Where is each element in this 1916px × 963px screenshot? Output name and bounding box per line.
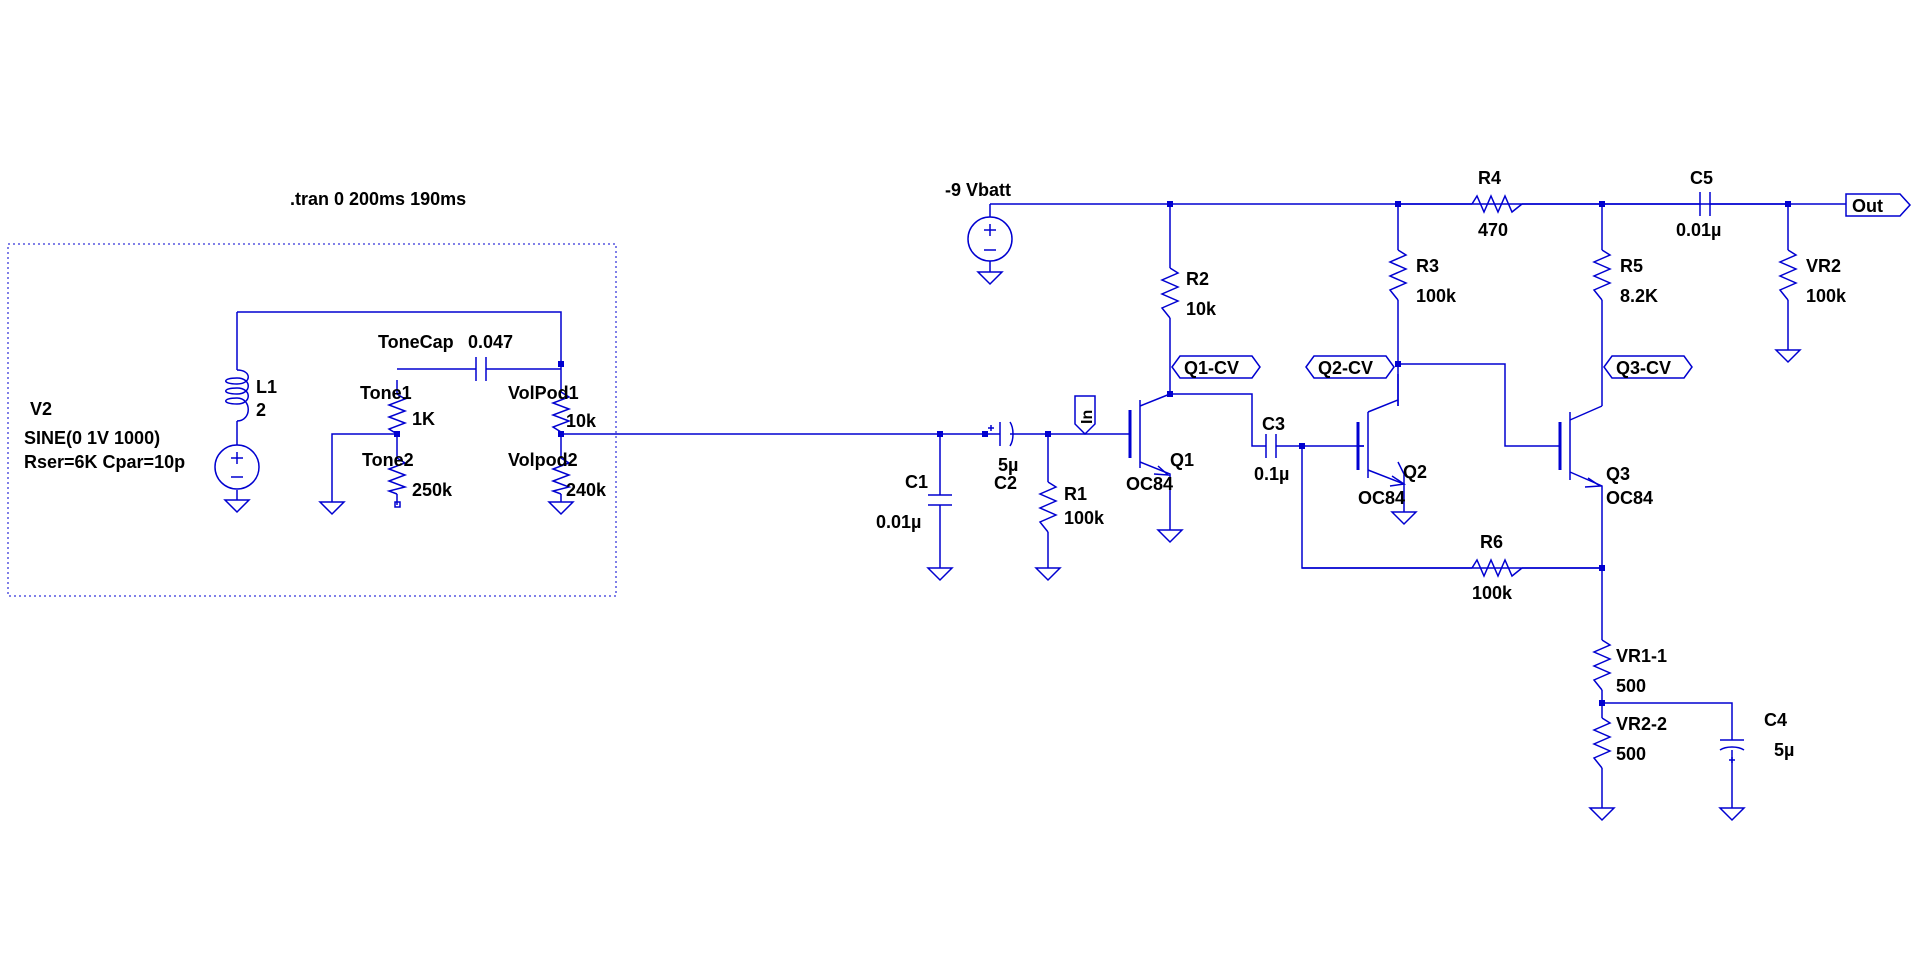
pickup-section-box (7, 243, 617, 597)
c5-value: 0.01µ (1676, 220, 1721, 240)
q3-cv-label: Q3-CV (1616, 358, 1671, 378)
volpod2-resistor (550, 457, 572, 495)
r1-ground (1034, 567, 1062, 582)
r4-value: 470 (1478, 220, 1508, 240)
vbatt-source (967, 216, 1013, 286)
c4-capacitor (1718, 739, 1746, 822)
tone2-value: 250k (412, 480, 453, 500)
l1-inductor (225, 369, 249, 422)
tone2-resistor (386, 457, 408, 495)
vr1-1-resistor (1592, 639, 1612, 691)
tone1-value: 1K (412, 409, 435, 429)
c4-value: 5µ (1774, 740, 1794, 760)
q1-transistor (1128, 400, 1184, 544)
v2-value2: Rser=6K Cpar=10p (24, 452, 185, 472)
r3-value: 100k (1416, 286, 1457, 306)
r4-name: R4 (1478, 168, 1501, 188)
tone2-name: Tone2 (362, 450, 414, 470)
c1-name: C1 (905, 472, 928, 492)
vr2-value: 100k (1806, 286, 1847, 306)
q2-cv-label: Q2-CV (1318, 358, 1373, 378)
amplifier-wiring (939, 203, 1846, 808)
c2-capacitor (988, 421, 1014, 447)
l1-name: L1 (256, 377, 277, 397)
c5-name: C5 (1690, 168, 1713, 188)
q2-cv-flag (1305, 355, 1395, 379)
q2-name: Q2 (1403, 462, 1427, 482)
volpod1-name: VolPod1 (508, 383, 579, 403)
r2-name: R2 (1186, 269, 1209, 289)
r3-resistor (1388, 249, 1408, 301)
r4-resistor (1471, 194, 1523, 214)
c1-capacitor (926, 494, 954, 582)
tone2-open-pin (394, 501, 401, 508)
vr2-resistor (1778, 249, 1798, 301)
tonecap-capacitor (475, 357, 487, 381)
vr2-2-ground (1588, 807, 1616, 822)
in-label: In (1079, 410, 1096, 424)
c1-value: 0.01µ (876, 512, 921, 532)
vr1-1-value: 500 (1616, 676, 1646, 696)
r2-resistor (1160, 267, 1180, 319)
r5-value: 8.2K (1620, 286, 1658, 306)
q1-name: Q1 (1170, 450, 1194, 470)
pickup-wiring (236, 311, 940, 505)
q1-cv-label: Q1-CV (1184, 358, 1239, 378)
vr2-2-value: 500 (1616, 744, 1646, 764)
vr2-name: VR2 (1806, 256, 1841, 276)
v2-name: V2 (30, 399, 52, 419)
r6-resistor (1471, 558, 1523, 578)
v2-value1: SINE(0 1V 1000) (24, 428, 160, 448)
tonecap-name: ToneCap (378, 332, 454, 352)
volpod1-resistor (550, 391, 572, 433)
c3-name: C3 (1262, 414, 1285, 434)
c4-name: C4 (1764, 710, 1787, 730)
r5-name: R5 (1620, 256, 1643, 276)
vbatt-label: -9 Vbatt (945, 180, 1011, 200)
r1-value: 100k (1064, 508, 1105, 528)
q3-transistor (1558, 412, 1603, 488)
c2-value: 5µ (998, 455, 1018, 475)
volpod-ground (547, 501, 575, 516)
tran-directive: .tran 0 200ms 190ms (290, 189, 466, 209)
vr2-ground (1774, 349, 1802, 364)
q1-model: OC84 (1126, 474, 1173, 494)
r6-name: R6 (1480, 532, 1503, 552)
tone1-resistor (386, 393, 408, 435)
q2-model: OC84 (1358, 488, 1405, 508)
tonecap-value: 0.047 (468, 332, 513, 352)
q1-cv-flag (1171, 355, 1261, 379)
out-port-flag (1845, 193, 1912, 217)
r1-name: R1 (1064, 484, 1087, 504)
out-label: Out (1852, 196, 1883, 216)
q3-cv-flag (1603, 355, 1693, 379)
q3-model: OC84 (1606, 488, 1653, 508)
r2-value: 10k (1186, 299, 1217, 319)
tone-ground (318, 501, 346, 516)
l1-value: 2 (256, 400, 266, 420)
vr2-2-name: VR2-2 (1616, 714, 1667, 734)
volpod2-value: 240k (566, 480, 607, 500)
r6-value: 100k (1472, 583, 1513, 603)
c2-name: C2 (994, 473, 1017, 493)
r3-name: R3 (1416, 256, 1439, 276)
c5-capacitor (1699, 192, 1711, 216)
junction-dots (394, 201, 1791, 706)
r1-resistor (1038, 481, 1058, 533)
q3-name: Q3 (1606, 464, 1630, 484)
vr2-2-resistor (1592, 717, 1612, 769)
volpod2-name: Volpod2 (508, 450, 578, 470)
r5-resistor (1592, 249, 1612, 301)
in-port-flag: In (1074, 395, 1096, 436)
c3-capacitor (1265, 434, 1277, 458)
v2-sine-source (214, 444, 260, 514)
c3-value: 0.1µ (1254, 464, 1289, 484)
volpod1-value: 10k (566, 411, 597, 431)
tone1-name: Tone1 (360, 383, 412, 403)
vr1-1-name: VR1-1 (1616, 646, 1667, 666)
q2-transistor (1356, 399, 1418, 526)
